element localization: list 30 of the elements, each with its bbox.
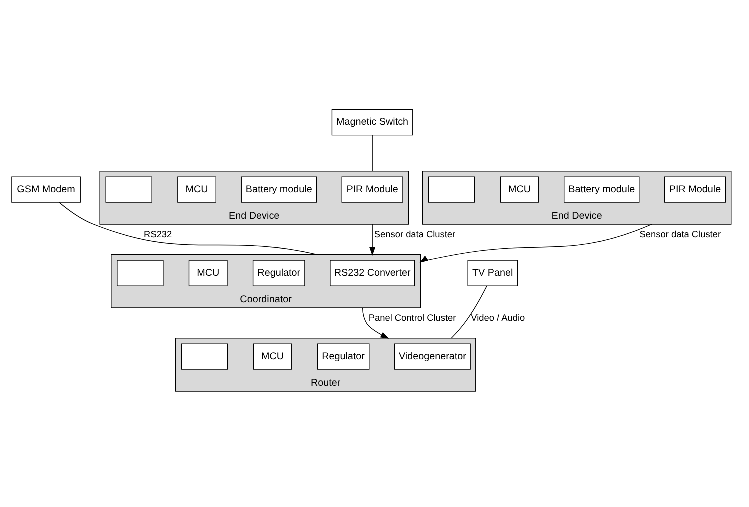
node-box: Videogenerator [394, 344, 471, 370]
edge-label: RS232 [144, 230, 172, 240]
edge-label: Sensor data Cluster [640, 230, 722, 240]
node-box: PIR Module [342, 176, 404, 203]
node-box: MCU [500, 176, 540, 203]
node-box: TV Panel [468, 260, 518, 286]
node-box: Regulator [317, 344, 370, 370]
connector [372, 135, 373, 172]
node-box [181, 344, 228, 370]
node-box: MCU [178, 176, 216, 203]
node-box: Battery module [241, 176, 317, 203]
node-box [106, 176, 152, 203]
node-box: Battery module [564, 176, 640, 203]
edge-label: Video / Audio [471, 313, 526, 324]
arrow [420, 224, 652, 263]
edge-label: Sensor data Cluster [374, 230, 456, 240]
node-box: Regulator [252, 260, 306, 286]
node-box: MCU [188, 260, 228, 286]
edge-label: Panel Control Cluster [368, 313, 456, 324]
connector [58, 202, 318, 256]
node-box [117, 260, 164, 286]
node-box: PIR Module [664, 176, 726, 203]
node-box: Magnetic Switch [332, 109, 414, 136]
arrow [362, 308, 390, 339]
connector [451, 286, 488, 339]
node-box: RS232 Converter [330, 260, 416, 286]
arrow [370, 224, 376, 256]
node-box: GSM Modem [12, 176, 81, 203]
node-box [428, 176, 476, 203]
node-box: MCU [253, 344, 292, 370]
